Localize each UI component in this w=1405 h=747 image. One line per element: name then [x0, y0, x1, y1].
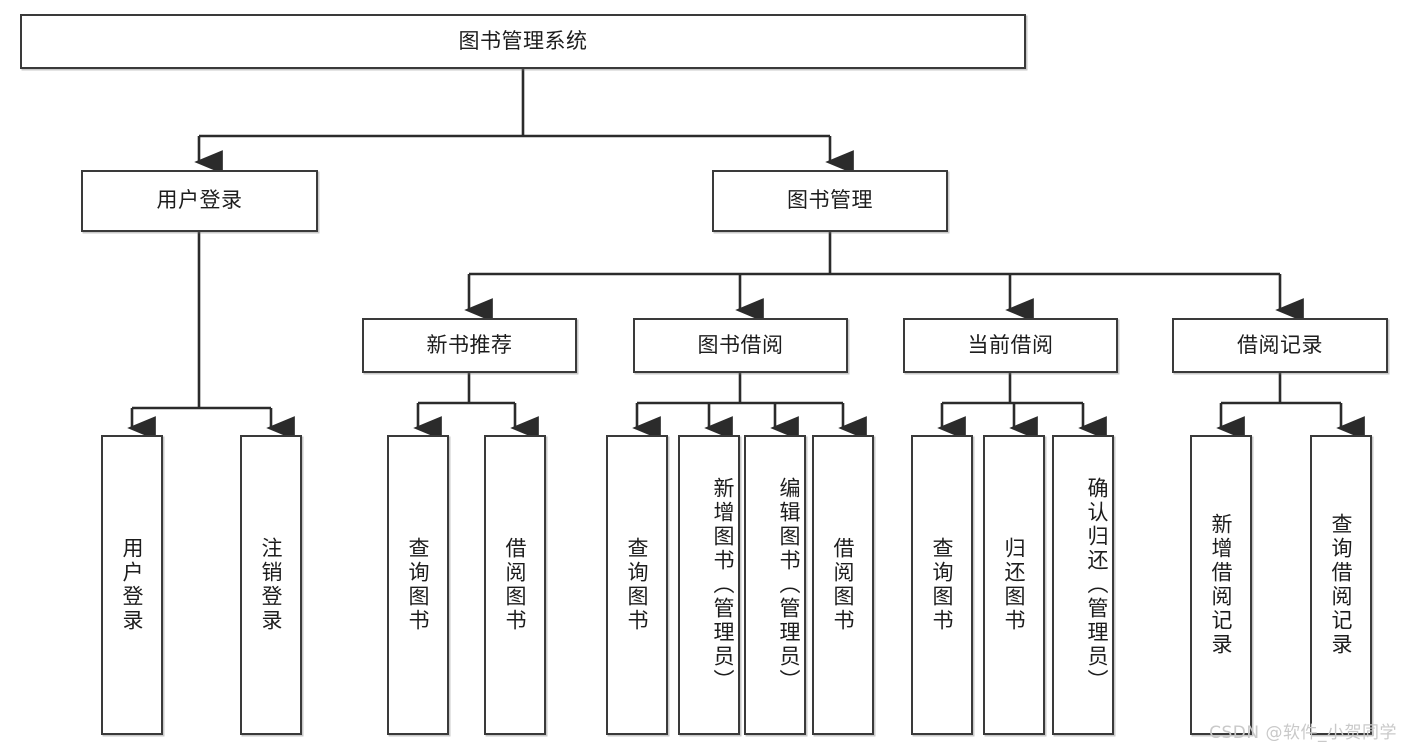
node-label: 图书管理: [787, 188, 873, 213]
node-current-borrow[interactable]: 当前借阅: [903, 318, 1118, 373]
node-label: 归还图书: [1002, 537, 1026, 633]
node-leaf-query-book-1[interactable]: 查询图书: [387, 435, 449, 735]
node-leaf-borrow-book-2[interactable]: 借阅图书: [812, 435, 874, 735]
node-label: 借阅图书: [831, 537, 855, 633]
node-label: 新增借阅记录: [1209, 513, 1233, 657]
node-label: 查询图书: [406, 537, 430, 633]
csdn-watermark: CSDN @软件_小贺同学: [1209, 723, 1397, 743]
node-leaf-return-book[interactable]: 归还图书: [983, 435, 1045, 735]
node-label: 确认归还（管理员）: [1085, 477, 1109, 693]
node-root-system[interactable]: 图书管理系统: [20, 14, 1026, 69]
node-leaf-add-book[interactable]: 新增图书（管理员）: [678, 435, 740, 735]
node-leaf-edit-book[interactable]: 编辑图书（管理员）: [744, 435, 806, 735]
node-label: 图书管理系统: [458, 28, 588, 53]
node-label: 用户登录: [156, 188, 243, 213]
node-leaf-user-logout[interactable]: 注销登录: [240, 435, 302, 735]
node-leaf-query-book-2[interactable]: 查询图书: [606, 435, 668, 735]
node-label: 查询借阅记录: [1329, 513, 1353, 657]
node-label: 借阅图书: [503, 537, 527, 633]
node-book-borrow[interactable]: 图书借阅: [633, 318, 848, 373]
node-label: 图书借阅: [697, 332, 784, 357]
node-leaf-confirm-return[interactable]: 确认归还（管理员）: [1052, 435, 1114, 735]
node-leaf-query-book-3[interactable]: 查询图书: [911, 435, 973, 735]
node-new-book-rec[interactable]: 新书推荐: [362, 318, 577, 373]
node-label: 注销登录: [259, 537, 283, 633]
node-label: 借阅记录: [1237, 332, 1323, 357]
node-label: 查询图书: [625, 537, 649, 633]
node-leaf-user-login[interactable]: 用户登录: [101, 435, 163, 735]
node-leaf-query-record[interactable]: 查询借阅记录: [1310, 435, 1372, 735]
node-label: 用户登录: [120, 537, 144, 633]
node-user-login[interactable]: 用户登录: [81, 170, 318, 232]
node-leaf-borrow-book-1[interactable]: 借阅图书: [484, 435, 546, 735]
node-label: 编辑图书（管理员）: [777, 477, 801, 693]
node-label: 新增图书（管理员）: [711, 477, 735, 693]
node-label: 当前借阅: [967, 332, 1054, 357]
node-leaf-add-record[interactable]: 新增借阅记录: [1190, 435, 1252, 735]
node-label: 新书推荐: [426, 332, 513, 357]
node-label: 查询图书: [930, 537, 954, 633]
node-book-manage[interactable]: 图书管理: [712, 170, 948, 232]
node-borrow-record[interactable]: 借阅记录: [1172, 318, 1388, 373]
